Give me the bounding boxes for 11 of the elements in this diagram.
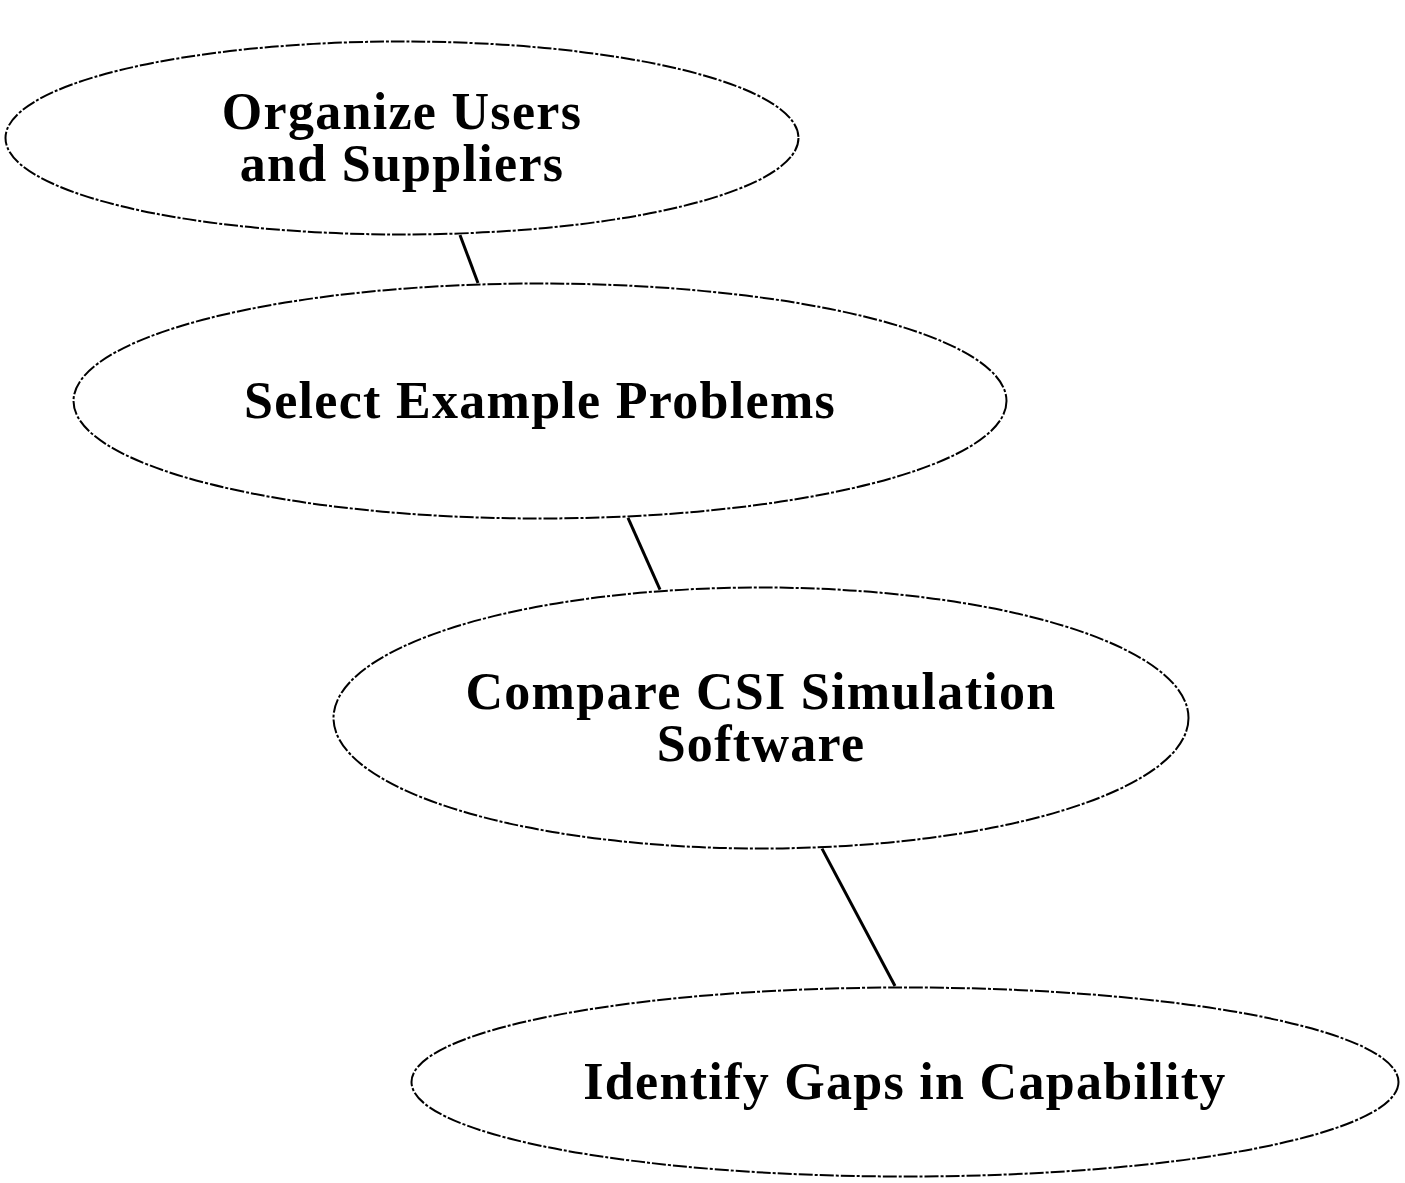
step-label: Compare CSI Simulation Software — [464, 666, 1058, 770]
connector-line — [458, 234, 480, 284]
process-ellipse — [332, 586, 1190, 850]
step-label: Identify Gaps in Capability — [583, 1056, 1227, 1108]
process-ellipse — [410, 986, 1400, 1178]
connector-line — [820, 847, 897, 987]
process-ellipse — [72, 282, 1008, 520]
step-label: Select Example Problems — [243, 375, 837, 427]
process-ellipse — [4, 40, 800, 236]
connector-line — [626, 517, 662, 591]
step-label: Organize Users and Suppliers — [220, 86, 584, 190]
